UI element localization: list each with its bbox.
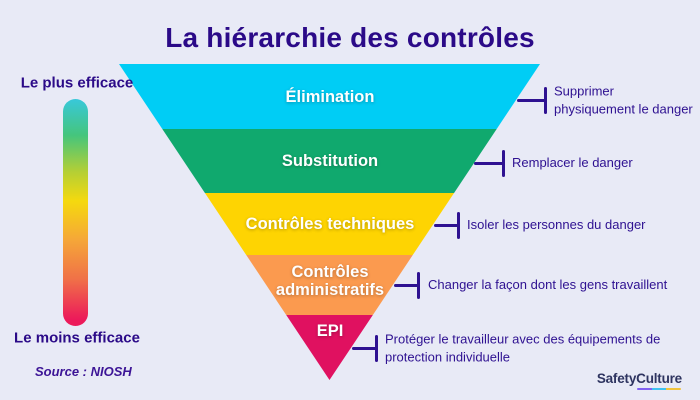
annotation-epi: Protéger le travailleur avec des équipem… <box>385 331 661 364</box>
connector-line-controles-techniques <box>434 223 459 227</box>
connector-line-epi <box>352 346 377 350</box>
annotation-controles-administratifs: Changer la façon dont les gens travaille… <box>428 277 668 293</box>
connector-tick-controles-techniques <box>457 211 460 239</box>
connector-line-controles-administratifs <box>394 283 419 287</box>
annotation-elimination: Supprimer physiquement le danger <box>554 83 693 116</box>
scale-top-label: Le plus efficace <box>20 74 134 92</box>
logo-text-safety: Safety <box>596 371 637 386</box>
band-elimination <box>119 64 540 129</box>
connector-tick-elimination <box>544 86 547 114</box>
logo-underline-purple-segment <box>637 387 652 390</box>
logo-underline <box>637 387 681 390</box>
band-label-epi: EPI <box>316 321 344 340</box>
annotation-substitution: Remplacer le danger <box>512 155 633 171</box>
connector-tick-epi <box>375 334 378 362</box>
band-label-substitution: Substitution <box>281 151 379 170</box>
connector-line-substitution <box>474 161 504 165</box>
connector-tick-substitution <box>502 149 505 177</box>
logo-underline-blue-segment <box>651 387 667 390</box>
band-label-controles-techniques: Contrôles techniques <box>245 214 415 233</box>
connector-line-elimination <box>517 98 546 102</box>
annotation-controles-techniques: Isoler les personnes du danger <box>467 217 646 233</box>
connector-tick-controles-administratifs <box>417 271 420 299</box>
scale-bottom-label: Le moins efficace <box>14 329 140 347</box>
band-label-controles-administratifs: Contrôles administratifs <box>275 262 385 299</box>
logo-text-culture: Culture <box>636 371 682 386</box>
effectiveness-gradient-bar <box>63 99 88 326</box>
logo-underline-yellow-segment <box>666 387 681 390</box>
band-label-elimination: Élimination <box>285 87 375 106</box>
source-attribution: Source : NIOSH <box>35 364 132 379</box>
page-title: La hiérarchie des contrôles <box>165 22 535 53</box>
